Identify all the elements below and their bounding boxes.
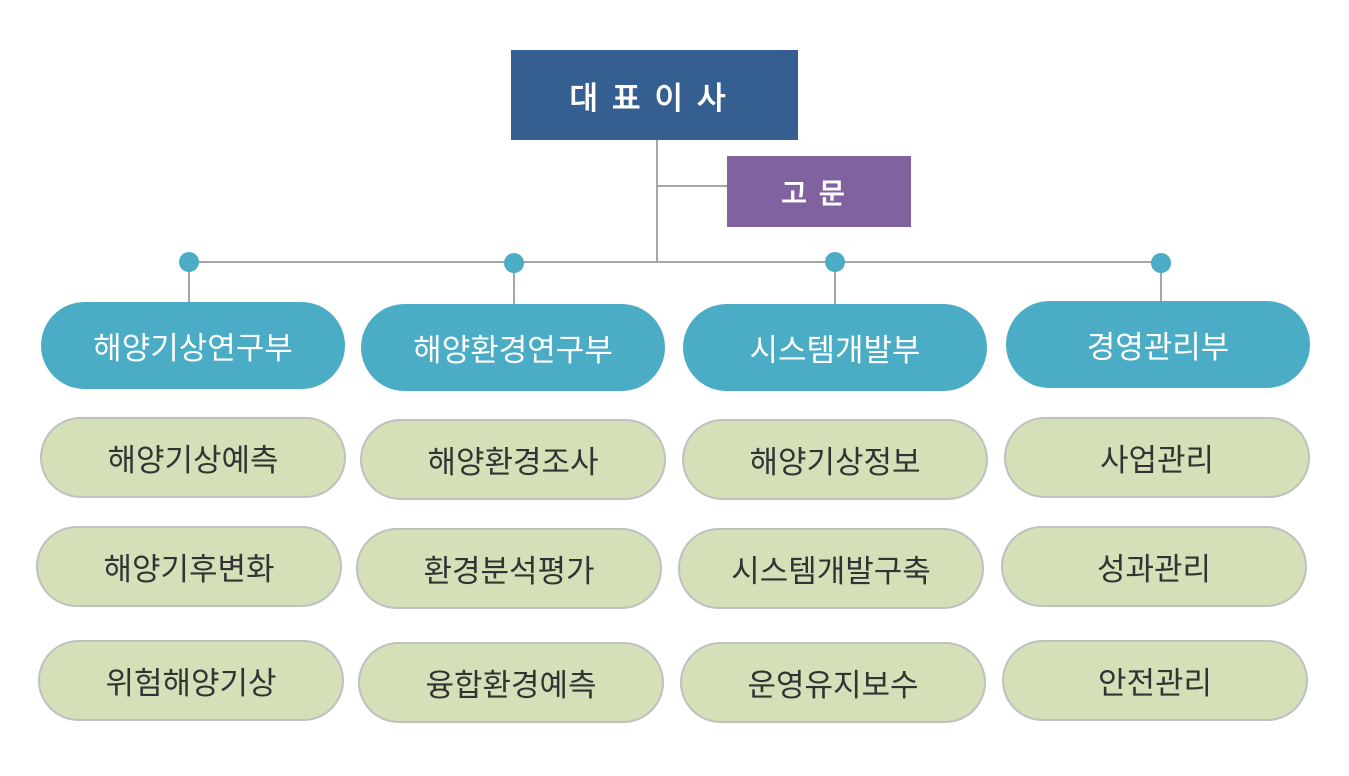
- department-bus-line: [189, 261, 1161, 263]
- team-box: 융합환경예측: [358, 642, 664, 723]
- team-box: 해양환경조사: [360, 419, 666, 500]
- team-box: 환경분석평가: [356, 528, 662, 609]
- dept-drop-line-4: [1160, 263, 1162, 301]
- dept-drop-line-3: [834, 262, 836, 304]
- team-label: 위험해양기상: [105, 666, 277, 702]
- team-label: 해양환경조사: [427, 445, 599, 481]
- team-label: 해양기상정보: [749, 445, 921, 481]
- team-box: 시스템개발구축: [678, 528, 984, 609]
- team-box: 해양기상예측: [40, 417, 346, 498]
- team-box: 운영유지보수: [680, 642, 986, 723]
- junction-dot-2: [504, 253, 524, 273]
- junction-dot-1: [179, 252, 199, 272]
- dept-drop-line-2: [513, 263, 515, 304]
- team-label: 안전관리: [1097, 666, 1213, 702]
- department-label: 해양기상연구부: [93, 331, 293, 367]
- advisor-connector-line: [657, 185, 727, 187]
- team-label: 융합환경예측: [425, 668, 597, 704]
- team-box: 해양기후변화: [36, 526, 342, 607]
- team-box: 위험해양기상: [38, 640, 344, 721]
- junction-dot-3: [825, 252, 845, 272]
- ceo-box: 대표이사: [511, 50, 798, 140]
- department-box-3: 시스템개발부: [683, 304, 987, 391]
- advisor-box: 고문: [727, 156, 911, 227]
- ceo-connector-line: [656, 140, 658, 262]
- team-label: 시스템개발구축: [731, 554, 931, 590]
- department-label: 경영관리부: [1086, 330, 1230, 366]
- junction-dot-4: [1151, 253, 1171, 273]
- advisor-label: 고문: [781, 176, 857, 210]
- ceo-label: 대표이사: [569, 80, 740, 117]
- department-box-4: 경영관리부: [1006, 301, 1310, 388]
- department-label: 해양환경연구부: [413, 333, 613, 369]
- department-box-2: 해양환경연구부: [361, 304, 665, 391]
- team-box: 사업관리: [1004, 417, 1310, 498]
- team-label: 사업관리: [1099, 443, 1215, 479]
- team-label: 운영유지보수: [747, 668, 919, 704]
- dept-drop-line-1: [188, 262, 190, 302]
- team-box: 성과관리: [1001, 526, 1307, 607]
- team-box: 안전관리: [1002, 640, 1308, 721]
- team-label: 해양기후변화: [103, 552, 275, 588]
- department-label: 시스템개발부: [749, 333, 921, 369]
- team-label: 해양기상예측: [107, 443, 279, 479]
- team-label: 성과관리: [1096, 552, 1212, 588]
- department-box-1: 해양기상연구부: [41, 302, 345, 389]
- team-box: 해양기상정보: [682, 419, 988, 500]
- team-label: 환경분석평가: [423, 554, 595, 590]
